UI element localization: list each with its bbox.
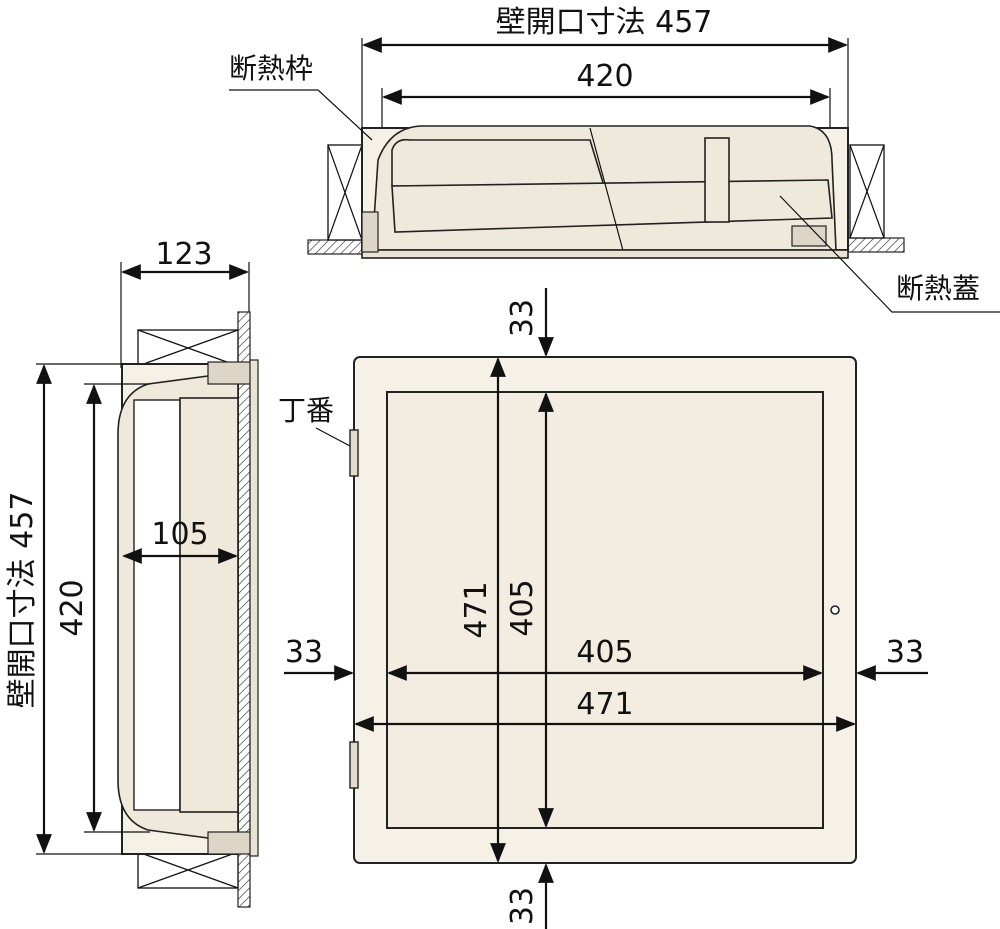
lid-flange — [361, 249, 849, 259]
frame-callout-leader — [229, 89, 373, 141]
side-view: 123 105 壁開口寸法 457 — [5, 237, 259, 908]
bottom-margin-label: 33 — [505, 887, 540, 925]
keyhole-icon — [830, 605, 840, 615]
ceiling-slab-left — [307, 239, 371, 255]
side-inner-height-label: 420 — [55, 579, 90, 636]
top-view: 壁開口寸法 457 420 断熱枠 断熱蓋 — [229, 5, 1000, 313]
stud-bottom — [137, 851, 239, 889]
top-wall-opening-label: 壁開口寸法 457 — [496, 5, 713, 40]
section-cut-line — [589, 127, 626, 259]
front-outer-width-label: 471 — [576, 687, 633, 722]
frame-opening-cutaway — [391, 138, 606, 187]
front-inner-panel — [386, 391, 824, 829]
lock-hardware — [791, 225, 827, 247]
front-inner-height-label: 405 — [505, 579, 540, 636]
ceiling-slab-right — [839, 237, 905, 253]
frame-callout-label: 断熱枠 — [229, 52, 313, 85]
hinge-callout-label: 丁番 — [278, 394, 334, 427]
side-depth-label: 123 — [155, 237, 212, 272]
side-lid-flange — [249, 359, 259, 857]
side-hardware-top — [207, 361, 255, 385]
lid-callout-leader — [779, 195, 1000, 313]
hinge-callout-leader — [315, 427, 351, 447]
front-inner-width-label: 405 — [576, 635, 633, 670]
front-view: 丁番 33 405 471 33 33 405 33 471 — [278, 288, 928, 929]
side-lid-core — [179, 397, 239, 813]
side-inner-depth-label: 105 — [151, 517, 208, 552]
lid-callout-label: 断熱蓋 — [896, 272, 980, 305]
hinge-bottom — [349, 741, 359, 789]
hinge-hardware-top — [361, 211, 379, 253]
hinge-top — [349, 429, 359, 477]
front-outer-height-label: 471 — [459, 581, 494, 638]
top-margin-label: 33 — [505, 299, 540, 337]
top-inner-width-label: 420 — [576, 59, 633, 94]
joist-right — [849, 144, 885, 239]
right-margin-label: 33 — [886, 635, 924, 670]
side-opening — [133, 399, 181, 811]
joist-left — [327, 144, 363, 241]
side-hardware-bottom — [207, 831, 255, 855]
wall-section — [237, 311, 251, 908]
stud-top — [137, 329, 239, 367]
side-wall-opening-label: 壁開口寸法 457 — [5, 492, 40, 709]
latch-block — [704, 137, 730, 223]
left-margin-label: 33 — [285, 635, 323, 670]
